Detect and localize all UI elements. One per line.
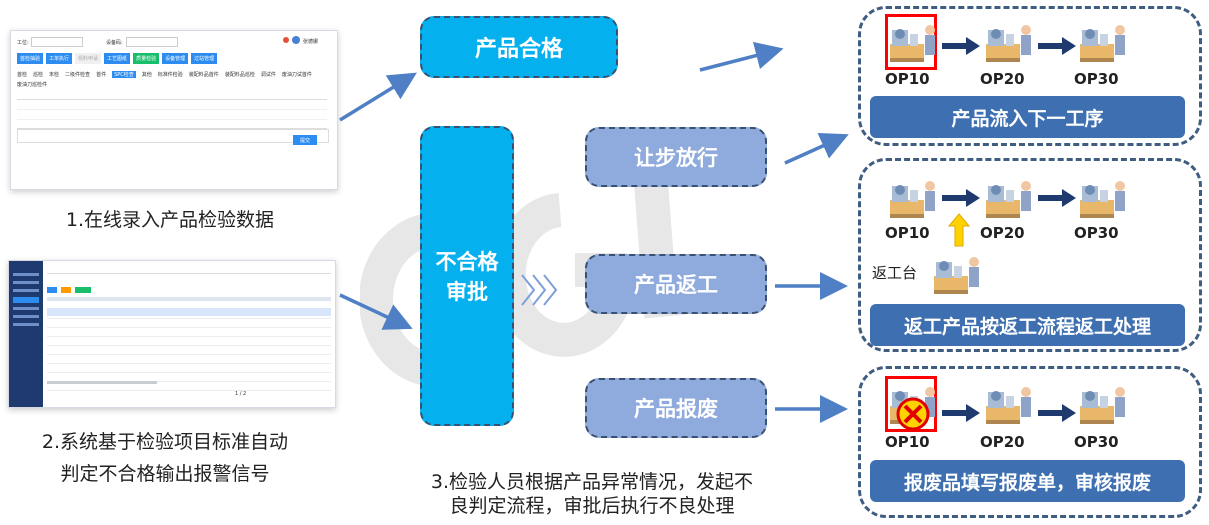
scrap-station-frame [885,376,937,432]
machine-icon [932,252,984,298]
op-label: OP20 [980,70,1025,88]
result-rework-box [858,158,1202,352]
up-arrow-icon [948,213,970,247]
tab-2[interactable]: 工单执行 [46,53,73,64]
subtab-7[interactable]: 其他 [141,72,152,78]
op-label: OP10 [885,224,930,242]
right-arrow-icon [1038,189,1076,207]
reset-button[interactable] [61,287,71,293]
sub-tabs: 首检 巡检 末检 二级件检查 首件 SPC检查 其他 标准件检验 装配料品首件 … [17,71,317,88]
reject-approval-button[interactable]: 不合格 审批 [420,126,514,426]
rework-station-label: 返工台 [872,264,918,282]
step3-caption-line2: 良判定流程，审批后执行不良处理 [449,495,735,517]
step3-caption-line1: 3.检验人员根据产品异常情况，发起不 [430,471,754,493]
result-scrap-box [858,366,1202,518]
subtab-13[interactable]: 废油刀巡检件 [17,82,48,88]
tab-4[interactable]: 工艺图纸 [104,53,131,64]
machine-icon [1078,176,1130,222]
machine-icon [888,176,940,222]
tab-5[interactable]: 质量检验 [133,53,160,64]
device-select[interactable] [126,37,178,47]
subtab-4[interactable]: 二级件检查 [65,72,91,78]
machine-icon [1078,382,1130,428]
export-button[interactable] [75,287,91,293]
scrap-button[interactable]: 产品报废 [585,378,767,438]
op-label: OP30 [1074,224,1119,242]
subtab-10[interactable]: 装配料品巡检 [224,72,255,78]
scrollbar[interactable] [47,381,157,384]
remark-row [17,129,329,143]
machine-icon [1078,20,1130,66]
op-label: OP20 [980,224,1025,242]
tab-3[interactable]: 领料申请 [75,53,102,64]
inspection-table [17,99,327,129]
alert-dot-icon [283,37,289,43]
search-button[interactable] [47,287,57,293]
submit-button[interactable]: 提交 [293,135,317,145]
subtab-1[interactable]: 首检 [17,72,28,78]
step2-caption-line2: 判定不合格输出报警信号 [60,463,270,485]
pass-button[interactable]: 产品合格 [420,16,618,78]
current-station-frame [885,14,937,70]
tab-strip [47,265,331,274]
user-name: 张德娜 [303,39,319,45]
reject-x-icon [896,397,930,431]
subtab-3[interactable]: 末检 [49,72,60,78]
pager[interactable]: 1 / 2 [235,391,247,397]
right-arrow-icon [942,189,980,207]
op-label: OP20 [980,433,1025,451]
tab-1[interactable]: 首检抽验 [17,53,44,64]
machine-icon [984,20,1036,66]
result-pass-text: 产品流入下一工序 [870,96,1185,138]
op-label: OP30 [1074,433,1119,451]
machine-icon [888,20,940,66]
auto-judge-screenshot: 1 / 2 [8,260,336,408]
machine-icon [984,382,1036,428]
main-tabs: 首检抽验 工单执行 领料申请 工艺图纸 质量检验 设备管理 过站管理 [17,53,218,64]
device-label: 设备码: [106,40,123,46]
right-arrow-icon [942,37,980,55]
tab-7[interactable]: 过站管理 [191,53,218,64]
station-label: 工位: [17,40,29,46]
subtab-5[interactable]: 首件 [96,72,107,78]
highlighted-row[interactable] [47,308,331,316]
inspection-entry-screenshot: 工位: 设备码: 张德娜 首检抽验 工单执行 领料申请 工艺图纸 质量检验 设备… [10,30,338,190]
subtab-8[interactable]: 标准件检验 [157,72,183,78]
reject-label-line1: 不合格 [435,250,499,274]
reject-label-line2: 审批 [446,280,488,304]
avatar[interactable] [292,36,300,44]
op-label: OP10 [885,70,930,88]
station-select[interactable] [31,37,83,47]
subtab-12[interactable]: 废油刀试首件 [281,72,312,78]
right-arrow-icon [1038,404,1076,422]
machine-icon [984,176,1036,222]
right-arrow-icon [942,404,980,422]
op-label: OP30 [1074,70,1119,88]
result-pass-box [858,6,1202,146]
rework-button[interactable]: 产品返工 [585,254,767,314]
subtab-11[interactable]: 调试件 [260,72,276,78]
concession-button[interactable]: 让步放行 [585,127,767,187]
sidebar [9,261,43,407]
op-label: OP10 [885,433,930,451]
tab-6[interactable]: 设备管理 [162,53,189,64]
subtab-2[interactable]: 巡检 [33,72,44,78]
result-scrap-text: 报废品填写报废单，审核报废 [870,460,1185,502]
step1-caption: 1.在线录入产品检验数据 [65,209,275,231]
subtab-6[interactable]: SPC检查 [112,71,136,78]
subtab-9[interactable]: 装配料品首件 [188,72,219,78]
result-rework-text: 返工产品按返工流程返工处理 [870,304,1185,346]
step2-caption-line1: 2.系统基于检验项目标准自动 [41,431,289,453]
right-arrow-icon [1038,37,1076,55]
